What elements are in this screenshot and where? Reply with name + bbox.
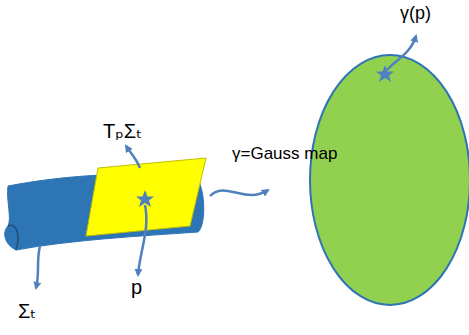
point-star xyxy=(136,190,154,207)
gauss-sphere xyxy=(310,55,469,305)
band-curl xyxy=(8,225,18,250)
leader-arrow xyxy=(138,205,146,275)
leader-arrow xyxy=(36,246,40,288)
map-label: γ=Gauss map xyxy=(232,145,337,164)
surface-label: Σₜ xyxy=(18,300,36,322)
leader-arrow xyxy=(126,146,140,168)
leader-arrow xyxy=(387,36,416,70)
leader-arrow xyxy=(210,190,268,196)
image-star xyxy=(376,65,394,82)
tangent-plane-label: TₚΣₜ xyxy=(103,120,142,142)
image-point-label: γ(p) xyxy=(400,4,431,24)
point-label: p xyxy=(131,276,142,298)
